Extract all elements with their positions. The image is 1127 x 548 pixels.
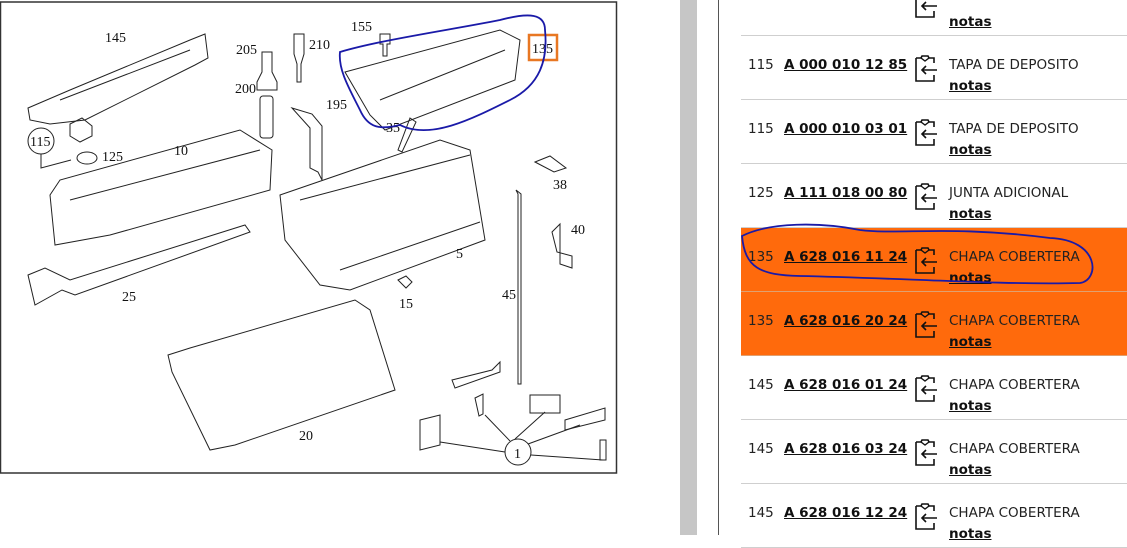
notes-link[interactable]: notas [949,526,992,542]
label-195[interactable]: 195 [326,98,347,113]
position-number: 135 [748,313,774,329]
part-number-link[interactable]: A 628 016 20 24 [784,313,908,329]
diagram-frame [0,1,618,474]
label-205[interactable]: 205 [236,43,257,58]
label-200[interactable]: 200 [235,82,256,97]
label-20[interactable]: 20 [299,429,313,444]
position-number: 145 [748,377,774,393]
part-45-shape[interactable] [515,189,522,385]
add-to-clipboard-icon[interactable] [912,118,938,148]
part-145-shape[interactable] [27,33,209,125]
add-to-clipboard-icon[interactable] [912,374,938,404]
parts-diagram[interactable]: 145 205 210 155 135 200 195 35 115 125 1… [0,0,620,476]
add-to-clipboard-icon[interactable] [912,502,938,532]
part-number-link[interactable]: A 111 018 00 80 [784,185,908,201]
notes-link[interactable]: notas [949,78,992,94]
part-number-link[interactable]: A 628 016 03 24 [784,441,908,457]
label-40[interactable]: 40 [571,223,585,238]
part-210-shape[interactable] [293,33,305,83]
part-number-link[interactable]: A 000 010 03 01 [784,121,908,137]
part-1-kit-shapes[interactable] [419,360,607,461]
label-35[interactable]: 35 [386,121,400,136]
part-number-link[interactable]: A 628 016 01 24 [784,377,908,393]
table-row[interactable]: 115 A 000 010 12 85 TAPA DE DEPOSITO notas [741,36,1127,100]
label-155[interactable]: 155 [351,20,372,35]
position-number: 125 [748,185,774,201]
part-number-link[interactable]: A 628 016 12 24 [784,505,908,521]
part-115-shape[interactable] [69,117,93,143]
part-125-shape[interactable] [76,151,98,165]
notes-link[interactable]: notas [949,334,992,350]
position-number: 115 [748,121,774,137]
part-description: CHAPA COBERTERA [949,249,1080,265]
scrollbar-track[interactable] [680,0,697,535]
notes-link[interactable]: notas [949,142,992,158]
table-row[interactable]: 125 A 111 018 00 80 JUNTA ADICIONAL notas [741,164,1127,228]
label-15[interactable]: 15 [399,297,413,312]
label-210[interactable]: 210 [309,38,330,53]
label-25[interactable]: 25 [122,290,136,305]
notes-link[interactable]: notas [949,398,992,414]
notes-link[interactable]: notas [949,206,992,222]
label-115[interactable]: 115 [30,135,50,150]
part-40-shape[interactable] [551,222,573,269]
table-row[interactable]: notas [741,0,1127,36]
part-description: CHAPA COBERTERA [949,313,1080,329]
notes-link[interactable]: notas [949,462,992,478]
part-number-link[interactable]: A 000 010 12 85 [784,57,908,73]
part-38-shape[interactable] [533,155,568,173]
part-description: CHAPA COBERTERA [949,441,1080,457]
part-20-shape[interactable] [167,299,396,451]
part-205-shape[interactable] [256,51,278,91]
part-5-shape[interactable] [279,139,486,291]
label-45[interactable]: 45 [502,288,516,303]
add-to-clipboard-icon[interactable] [912,246,938,276]
part-10-shape[interactable] [49,129,273,246]
part-description: JUNTA ADICIONAL [949,185,1069,201]
label-38[interactable]: 38 [553,178,567,193]
part-195-shape[interactable] [290,107,323,181]
table-row[interactable]: 145 A 628 016 12 24 CHAPA COBERTERA notas [741,484,1127,548]
parts-list: notas 115 A 000 010 12 85 TAPA DE DEPOSITO n… [741,0,1127,548]
table-row[interactable]: 145 A 628 016 03 24 CHAPA COBERTERA notas [741,420,1127,484]
add-to-clipboard-icon[interactable] [912,310,938,340]
part-description: CHAPA COBERTERA [949,505,1080,521]
notes-link[interactable]: notas [949,270,992,286]
part-description: TAPA DE DEPOSITO [949,57,1079,73]
part-description: CHAPA COBERTERA [949,377,1080,393]
label-1[interactable]: 1 [514,447,521,462]
position-number: 115 [748,57,774,73]
position-number: 145 [748,505,774,521]
label-5[interactable]: 5 [456,247,463,262]
part-15-shape[interactable] [397,275,413,289]
label-125[interactable]: 125 [102,150,123,165]
part-number-link[interactable]: A 628 016 11 24 [784,249,908,265]
add-to-clipboard-icon[interactable] [912,0,938,20]
table-row[interactable]: 115 A 000 010 03 01 TAPA DE DEPOSITO notas [741,100,1127,164]
divider [718,0,719,535]
add-to-clipboard-icon[interactable] [912,54,938,84]
table-row[interactable]: 145 A 628 016 01 24 CHAPA COBERTERA notas [741,356,1127,420]
part-25-shape[interactable] [27,224,251,306]
diagram-labels: 145 205 210 155 135 200 195 35 115 125 1… [30,20,585,462]
label-10[interactable]: 10 [174,144,188,159]
position-number: 135 [748,249,774,265]
label-145[interactable]: 145 [105,31,126,46]
part-200-shape[interactable] [259,95,274,139]
label-135[interactable]: 135 [532,42,553,57]
notes-link[interactable]: notas [949,14,992,30]
add-to-clipboard-icon[interactable] [912,182,938,212]
add-to-clipboard-icon[interactable] [912,438,938,468]
part-description: TAPA DE DEPOSITO [949,121,1079,137]
position-number: 145 [748,441,774,457]
table-row-selected[interactable]: 135 A 628 016 11 24 CHAPA COBERTERA notas [741,228,1127,292]
table-row-selected[interactable]: 135 A 628 016 20 24 CHAPA COBERTERA notas [741,292,1127,356]
